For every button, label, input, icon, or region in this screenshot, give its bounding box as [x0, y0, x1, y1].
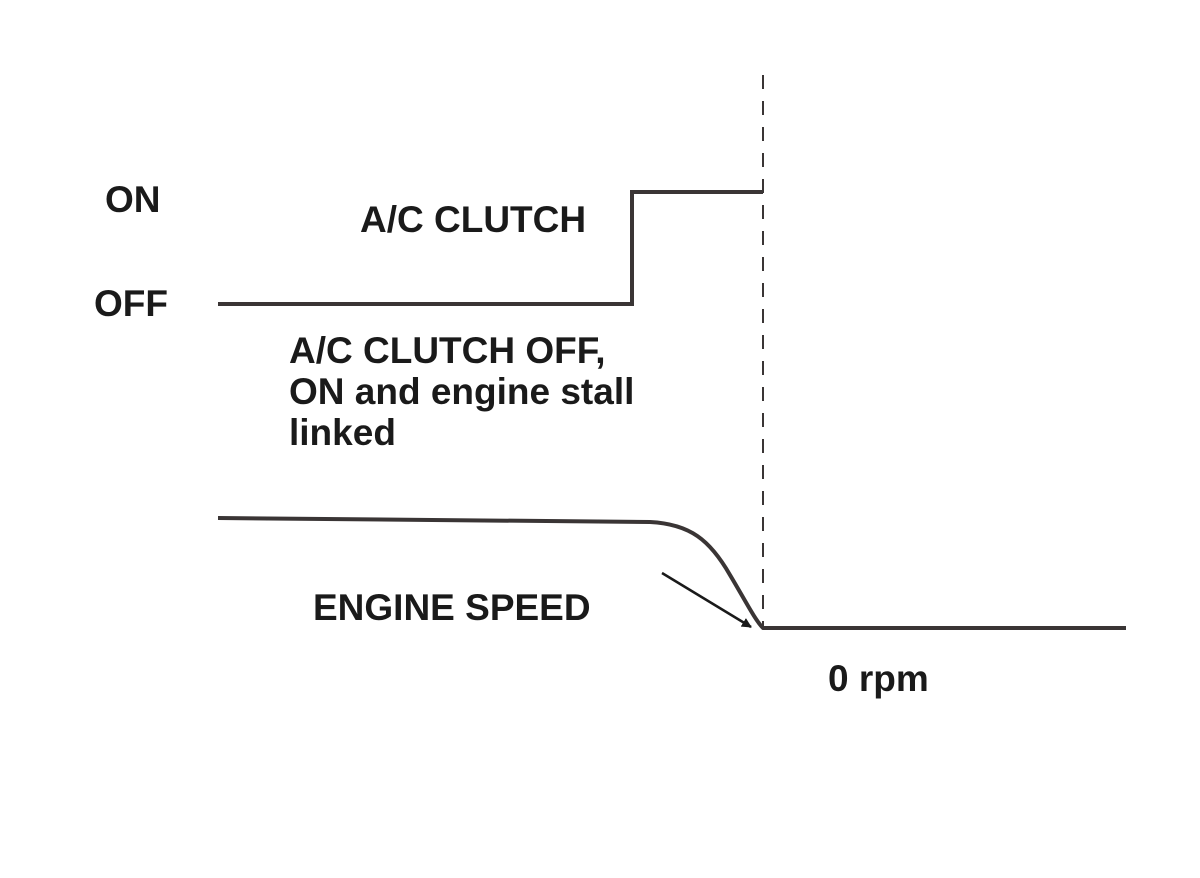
engine-speed-arrow	[661, 571, 752, 629]
zero-rpm-label: 0 rpm	[828, 658, 929, 699]
ac-clutch-label: A/C CLUTCH	[360, 199, 587, 240]
engine-speed-line	[217, 516, 1126, 630]
on-level-label: ON	[105, 179, 161, 220]
annotation-note: A/C CLUTCH OFF, ON and engine stall link…	[289, 330, 635, 453]
ac-clutch-signal-line	[218, 190, 763, 306]
engine-speed-label: ENGINE SPEED	[313, 587, 591, 628]
off-level-label: OFF	[94, 283, 168, 324]
